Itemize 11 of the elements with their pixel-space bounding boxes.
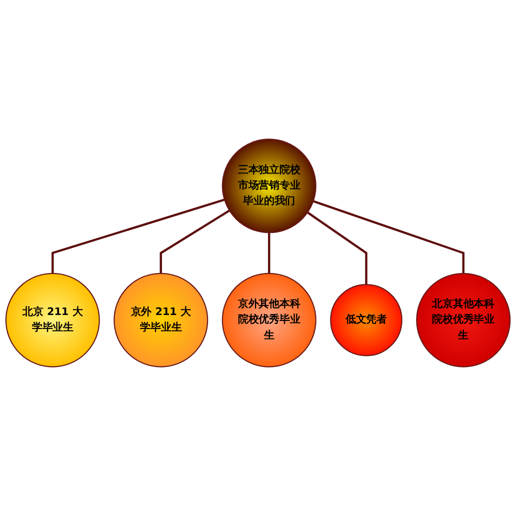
node-circle: 三本独立院校市场营销专业毕业的我们 xyxy=(222,138,316,234)
connector xyxy=(52,198,225,274)
node-circle: 北京其他本科院校优秀毕业生 xyxy=(416,272,511,368)
node-circle: 京外 211 大学毕业生 xyxy=(114,272,208,368)
connector xyxy=(312,200,464,274)
connector xyxy=(268,232,270,274)
node-circle: 北京 211 大学毕业生 xyxy=(5,272,100,368)
node-circle: 京外其他本科院校优秀毕业生 xyxy=(222,272,316,368)
connector xyxy=(160,210,230,274)
node-circle: 低文凭者 xyxy=(330,284,402,356)
connector xyxy=(306,212,368,284)
